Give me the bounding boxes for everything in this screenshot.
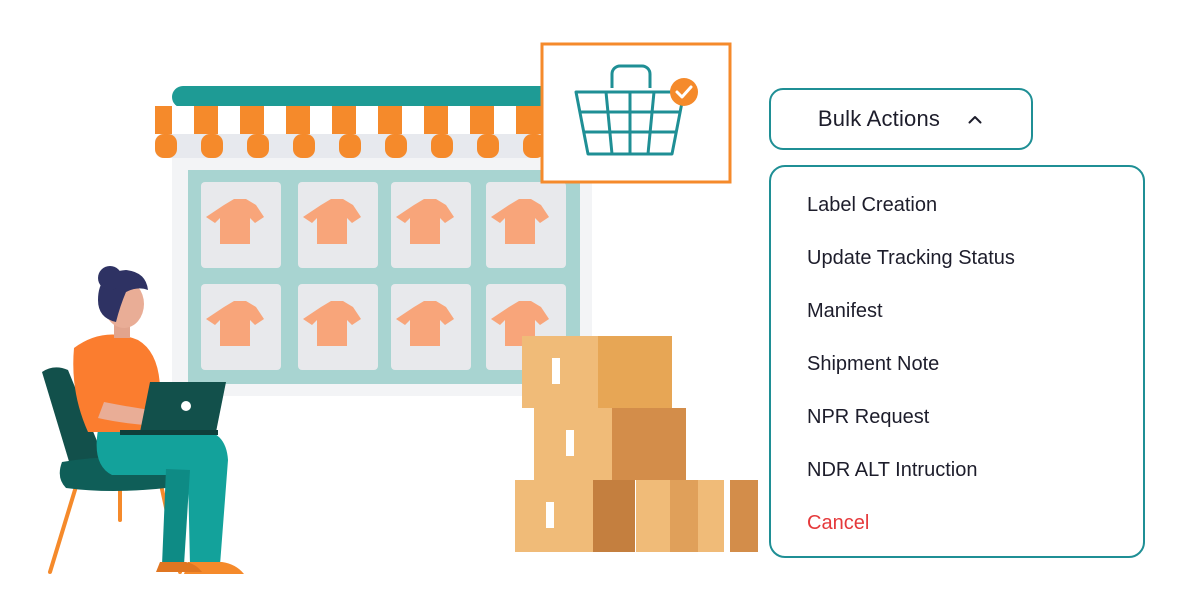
bulk-actions-button[interactable]: Bulk Actions <box>769 88 1033 150</box>
bulk-actions-menu: Label Creation Update Tracking Status Ma… <box>769 165 1145 558</box>
tshirt-icon <box>206 199 549 346</box>
person-with-laptop-illustration <box>42 266 244 574</box>
cardboard-box-icon <box>515 336 758 552</box>
menu-item-npr-request[interactable]: NPR Request <box>807 406 930 428</box>
shopping-basket-icon <box>540 42 732 184</box>
menu-item-update-tracking-status[interactable]: Update Tracking Status <box>807 247 1015 269</box>
chevron-up-icon <box>966 110 984 128</box>
menu-item-label-creation[interactable]: Label Creation <box>807 194 938 216</box>
menu-item-ndr-alt-instruction[interactable]: NDR ALT Intruction <box>807 459 978 481</box>
check-badge-icon <box>670 78 698 106</box>
menu-item-manifest[interactable]: Manifest <box>807 300 883 322</box>
ecommerce-illustration <box>42 42 758 574</box>
bulk-actions-label: Bulk Actions <box>817 106 941 131</box>
menu-item-cancel[interactable]: Cancel <box>807 512 870 534</box>
menu-item-shipment-note[interactable]: Shipment Note <box>807 353 940 375</box>
storefront-illustration <box>155 86 592 396</box>
